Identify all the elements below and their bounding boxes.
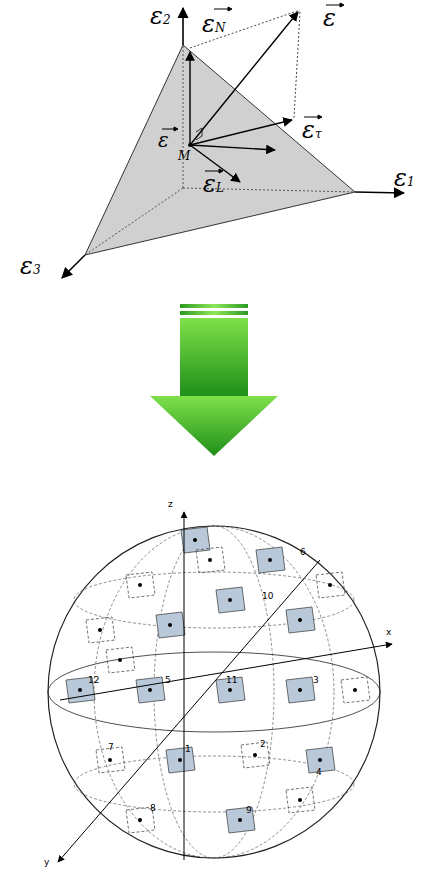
plane-square — [136, 677, 165, 703]
plane-square — [216, 587, 245, 613]
plane-dot — [98, 628, 102, 632]
axis-label: z — [168, 500, 173, 509]
plane-dot — [253, 753, 257, 757]
vector-label: ε — [323, 6, 336, 30]
plane-dot — [298, 688, 302, 692]
plane-dot — [208, 558, 212, 562]
plane-dot — [78, 688, 82, 692]
vector-label: M — [178, 150, 190, 162]
plane-number: 6 — [300, 548, 306, 557]
plane-square — [196, 547, 225, 573]
plane-dot — [298, 798, 302, 802]
vector-label: ε2 — [150, 4, 171, 28]
vector-label: ετ — [302, 118, 322, 142]
plane-square — [286, 677, 315, 703]
plane-number: 7 — [108, 743, 114, 752]
plane-dot — [138, 818, 142, 822]
plane-number: 4 — [316, 768, 322, 777]
plane-square — [286, 607, 315, 633]
vector-label: ε — [158, 130, 169, 150]
plane-dot — [268, 558, 272, 562]
plane-number: 10 — [262, 592, 273, 601]
vector-label: εL — [203, 172, 224, 196]
plane-square — [126, 572, 155, 598]
plane-dot — [298, 618, 302, 622]
plane-dot — [328, 583, 332, 587]
vector-label: ε3 — [20, 254, 41, 278]
plane-number: 5 — [165, 676, 171, 685]
plane-dot — [353, 688, 357, 692]
plane-number: 12 — [88, 676, 99, 685]
plane-dot — [318, 758, 322, 762]
plane-dot — [108, 758, 112, 762]
vector-label: εN — [202, 12, 225, 36]
plane-square — [286, 787, 315, 813]
plane-number: 11 — [226, 676, 237, 685]
plane-dot — [238, 818, 242, 822]
plane-square — [226, 807, 255, 833]
plane-number: 1 — [185, 745, 191, 754]
plane-square — [316, 572, 345, 598]
plane-dot — [168, 623, 172, 627]
plane-number: 9 — [246, 806, 252, 815]
plane-square — [86, 617, 115, 643]
plane-number: 8 — [150, 804, 156, 813]
plane-square — [256, 547, 285, 573]
plane-square — [181, 527, 210, 553]
plane-number: 3 — [313, 676, 319, 685]
plane-dot — [228, 688, 232, 692]
plane-dot — [178, 758, 182, 762]
axis-label: x — [386, 628, 391, 637]
plane-square — [156, 612, 185, 638]
plane-square — [106, 647, 135, 673]
plane-dot — [148, 688, 152, 692]
plane-square — [216, 677, 245, 703]
vector-label: ε1 — [394, 166, 415, 190]
plane-dot — [118, 658, 122, 662]
plane-square — [341, 677, 370, 703]
plane-dot — [228, 598, 232, 602]
plane-dot — [138, 583, 142, 587]
axis-label: y — [44, 858, 49, 867]
plane-dot — [193, 538, 197, 542]
plane-number: 2 — [260, 740, 266, 749]
